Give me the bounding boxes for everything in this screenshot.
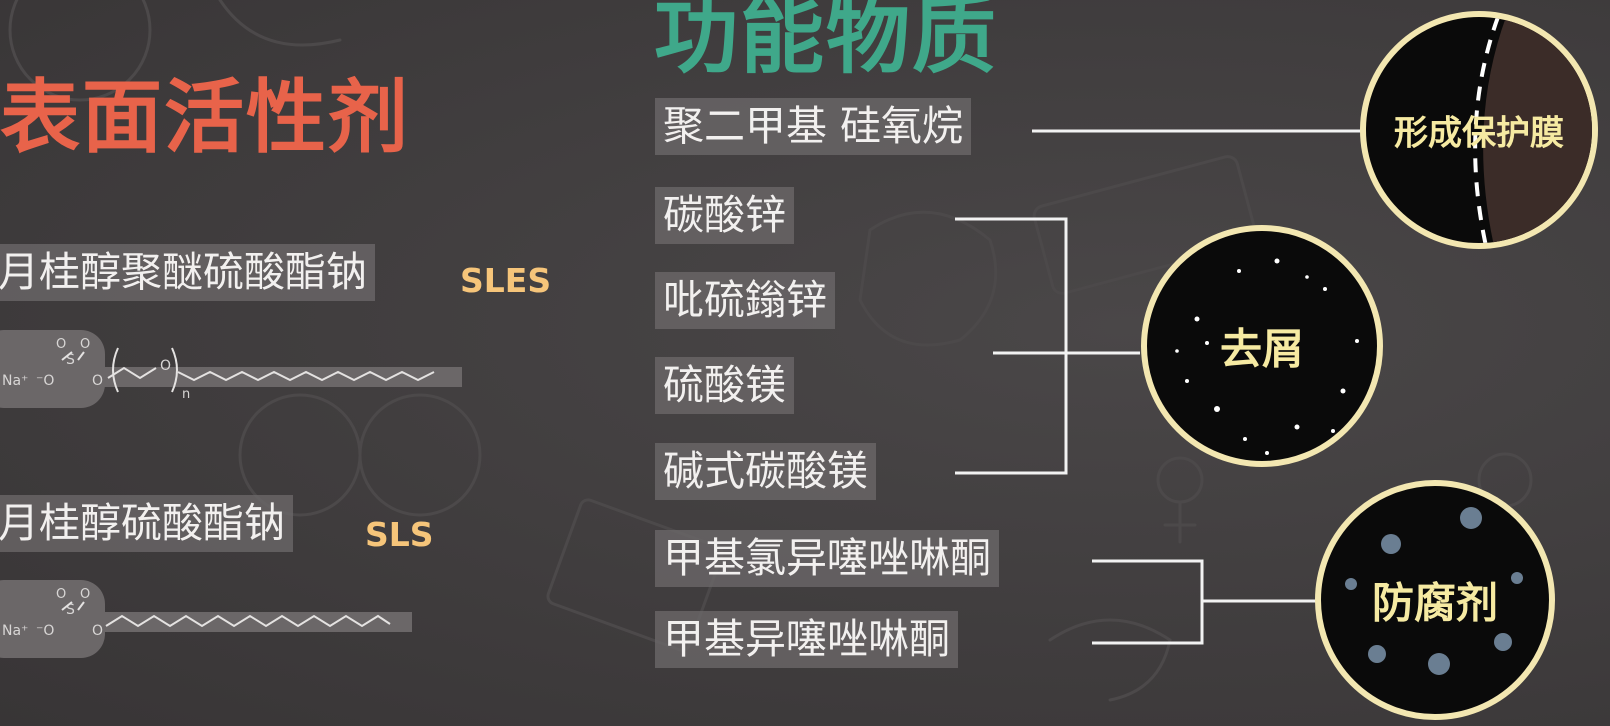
functional-item-zinc-carbonate: 碳酸锌 — [655, 187, 794, 245]
sls-name: 月桂醇硫酸酯钠 — [0, 495, 293, 553]
sodium-label: Na⁺ — [2, 623, 28, 639]
hair-strand-illustration — [1473, 17, 1592, 243]
oxygen-label: O — [92, 373, 103, 389]
effect-label: 防腐剂 — [1371, 578, 1498, 628]
sles-abbr: SLES — [460, 261, 552, 300]
sls-abbr: SLS — [365, 515, 434, 554]
functional-item-basic-magnesium-carbonate: 碱式碳酸镁 — [655, 443, 876, 501]
functional-item-zinc-pyrithione: 吡硫鎓锌 — [655, 272, 835, 330]
functional-item-methylisothiazolinone: 甲基异噻唑啉酮 — [655, 611, 958, 669]
sls-structure: Na⁺ ⁻O S O O O — [0, 580, 412, 658]
functional-item-magnesium-sulfate: 硫酸镁 — [655, 357, 794, 415]
sodium-label: Na⁺ — [2, 373, 28, 389]
sles-name: 月桂醇聚醚硫酸酯钠 — [0, 244, 375, 302]
effect-label: 形成保护膜 — [1394, 113, 1564, 154]
functional-title: 功能物质 — [654, 0, 999, 85]
effect-preservative: 防腐剂 — [1315, 480, 1555, 720]
connector-preservative — [1092, 559, 1318, 645]
oxygen-label: O — [56, 587, 66, 602]
dandruff-flakes-illustration — [1175, 258, 1359, 455]
effect-label: 去屑 — [1219, 324, 1304, 374]
oxygen-label: O — [80, 587, 90, 602]
microbe-illustration — [1345, 507, 1523, 675]
effect-protective-film: 形成保护膜 — [1360, 11, 1598, 249]
anion-oxygen-label: ⁻O — [36, 373, 54, 389]
sulfur-label: S — [66, 602, 75, 618]
surfactant-title: 表面活性剂 — [0, 71, 410, 164]
sulfur-label: S — [66, 352, 75, 368]
functional-item-dimethicone: 聚二甲基 硅氧烷 — [655, 98, 972, 156]
functional-item-methylchloroisothiazolinone: 甲基氯异噻唑啉酮 — [655, 530, 999, 588]
oxygen-label: O — [56, 337, 66, 352]
oxygen-label: O — [92, 623, 103, 639]
effect-dandruff: 去屑 — [1141, 225, 1383, 467]
oxygen-label: O — [160, 358, 171, 374]
repeat-label: n — [182, 387, 190, 402]
anion-oxygen-label: ⁻O — [36, 623, 54, 639]
connector-dandruff — [955, 217, 1140, 475]
sles-structure: Na⁺ ⁻O S O O O O n — [0, 330, 462, 408]
oxygen-label: O — [80, 337, 90, 352]
